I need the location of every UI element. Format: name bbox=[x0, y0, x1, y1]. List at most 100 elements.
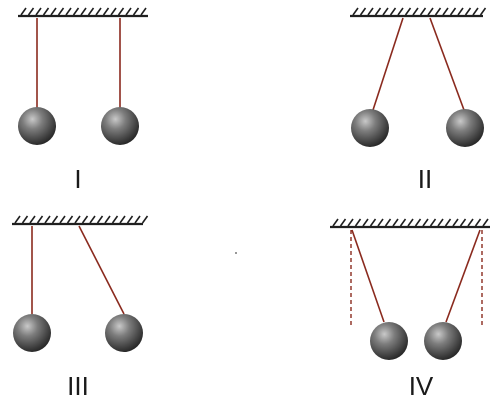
ceiling-hatch-mark bbox=[21, 215, 29, 224]
ball-right-III bbox=[105, 314, 143, 352]
ceiling-hatch-mark bbox=[29, 215, 36, 224]
ceiling-hatch-mark bbox=[449, 7, 457, 16]
ceiling-hatch-mark bbox=[125, 7, 132, 16]
panel-IV: IV bbox=[330, 218, 490, 401]
ceiling-hatch-mark bbox=[362, 218, 369, 227]
ceiling-hatch-mark bbox=[65, 7, 72, 16]
ceiling-hatch-mark bbox=[377, 218, 384, 227]
panel-III: III bbox=[12, 215, 149, 401]
string-right-IV bbox=[445, 229, 481, 323]
panel-label-II: II bbox=[418, 164, 432, 194]
ceiling-hatch-mark bbox=[464, 7, 472, 16]
string-left-II bbox=[372, 17, 404, 111]
ceiling-hatch-mark bbox=[457, 7, 464, 16]
ceiling-hatch-mark bbox=[126, 215, 134, 224]
ceiling-hatch-mark bbox=[332, 218, 339, 227]
ceiling-hatch-mark bbox=[14, 215, 21, 224]
ceiling-hatch-mark bbox=[474, 218, 482, 227]
string-left-IV bbox=[351, 229, 385, 323]
ceiling-hatch-mark bbox=[404, 7, 412, 16]
ceiling-hatch-mark bbox=[434, 7, 442, 16]
ball-left-II bbox=[351, 109, 389, 147]
ball-left-IV bbox=[370, 322, 408, 360]
ceiling-support-I bbox=[18, 7, 148, 18]
ceiling-hatch-mark bbox=[437, 218, 444, 227]
ceiling-hatch-mark bbox=[87, 7, 95, 16]
ceiling-hatch-mark bbox=[66, 215, 74, 224]
ceiling-hatch-mark bbox=[20, 7, 27, 16]
ceiling-hatch-mark bbox=[414, 218, 422, 227]
ceiling-hatch-mark bbox=[141, 215, 149, 224]
ceiling-hatch-mark bbox=[419, 7, 427, 16]
ceiling-hatch-mark bbox=[81, 215, 89, 224]
ceiling-hatch-mark bbox=[482, 218, 489, 227]
ceiling-hatch-mark bbox=[132, 7, 140, 16]
ceiling-hatch-mark bbox=[452, 218, 459, 227]
ceiling-hatch-mark bbox=[339, 218, 347, 227]
ceiling-hatch-mark bbox=[354, 218, 362, 227]
ceiling-hatch-mark bbox=[95, 7, 102, 16]
ball-left-III bbox=[13, 314, 51, 352]
ceiling-hatch-mark bbox=[384, 218, 392, 227]
ceiling-hatch-mark bbox=[119, 215, 126, 224]
ceiling-hatch-mark bbox=[57, 7, 65, 16]
ceiling-hatch-mark bbox=[359, 7, 367, 16]
ceiling-hatch-mark bbox=[374, 7, 382, 16]
ceiling-hatch-mark bbox=[472, 7, 479, 16]
ceiling-hatch-mark bbox=[397, 7, 404, 16]
ceiling-hatch-mark bbox=[459, 218, 467, 227]
ceiling-hatch-mark bbox=[59, 215, 66, 224]
ceiling-hatch-mark bbox=[134, 215, 141, 224]
ceiling-hatch-mark bbox=[89, 215, 96, 224]
ceiling-hatch-mark bbox=[479, 7, 487, 16]
ceiling-hatch-mark bbox=[72, 7, 80, 16]
ceiling-hatch-mark bbox=[80, 7, 87, 16]
ceiling-hatch-mark bbox=[347, 218, 354, 227]
panel-I: I bbox=[18, 7, 148, 194]
ceiling-hatch-mark bbox=[422, 218, 429, 227]
ceiling-support-II bbox=[350, 7, 487, 18]
ceiling-hatch-mark bbox=[27, 7, 35, 16]
ceiling-hatch-mark bbox=[442, 7, 449, 16]
ceiling-hatch-mark bbox=[392, 218, 399, 227]
ceiling-hatch-mark bbox=[429, 218, 437, 227]
ceiling-hatch-mark bbox=[367, 7, 374, 16]
ceiling-hatch-mark bbox=[412, 7, 419, 16]
ceiling-hatch-mark bbox=[369, 218, 377, 227]
ceiling-hatch-mark bbox=[44, 215, 51, 224]
ball-right-II bbox=[446, 109, 484, 147]
ceiling-hatch-mark bbox=[111, 215, 119, 224]
ceiling-hatch-mark bbox=[102, 7, 110, 16]
panel-label-I: I bbox=[74, 164, 81, 194]
ball-right-I bbox=[101, 107, 139, 145]
panel-label-III: III bbox=[67, 371, 89, 401]
ceiling-hatch-mark bbox=[444, 218, 452, 227]
ceiling-hatch-mark bbox=[382, 7, 389, 16]
ceiling-support-IV bbox=[330, 218, 490, 229]
ceiling-hatch-mark bbox=[104, 215, 111, 224]
ceiling-hatch-mark bbox=[50, 7, 57, 16]
ceiling-hatch-mark bbox=[140, 7, 147, 16]
ceiling-hatch-mark bbox=[42, 7, 50, 16]
ceiling-hatch-mark bbox=[74, 215, 81, 224]
ball-left-I bbox=[18, 107, 56, 145]
ceiling-support-III bbox=[12, 215, 149, 226]
ceiling-hatch-mark bbox=[117, 7, 125, 16]
string-right-II bbox=[429, 17, 465, 111]
ceiling-hatch-mark bbox=[427, 7, 434, 16]
ceiling-hatch-mark bbox=[399, 218, 407, 227]
stray-dot bbox=[235, 252, 237, 254]
ceiling-hatch-mark bbox=[36, 215, 44, 224]
ceiling-hatch-mark bbox=[110, 7, 117, 16]
ceiling-hatch-mark bbox=[51, 215, 59, 224]
ceiling-hatch-mark bbox=[407, 218, 414, 227]
ball-right-IV bbox=[424, 322, 462, 360]
ceiling-hatch-mark bbox=[35, 7, 42, 16]
panel-II: II bbox=[350, 7, 487, 194]
ceiling-hatch-mark bbox=[389, 7, 397, 16]
ceiling-hatch-mark bbox=[96, 215, 104, 224]
ceiling-hatch-mark bbox=[467, 218, 474, 227]
panel-label-IV: IV bbox=[409, 371, 434, 401]
